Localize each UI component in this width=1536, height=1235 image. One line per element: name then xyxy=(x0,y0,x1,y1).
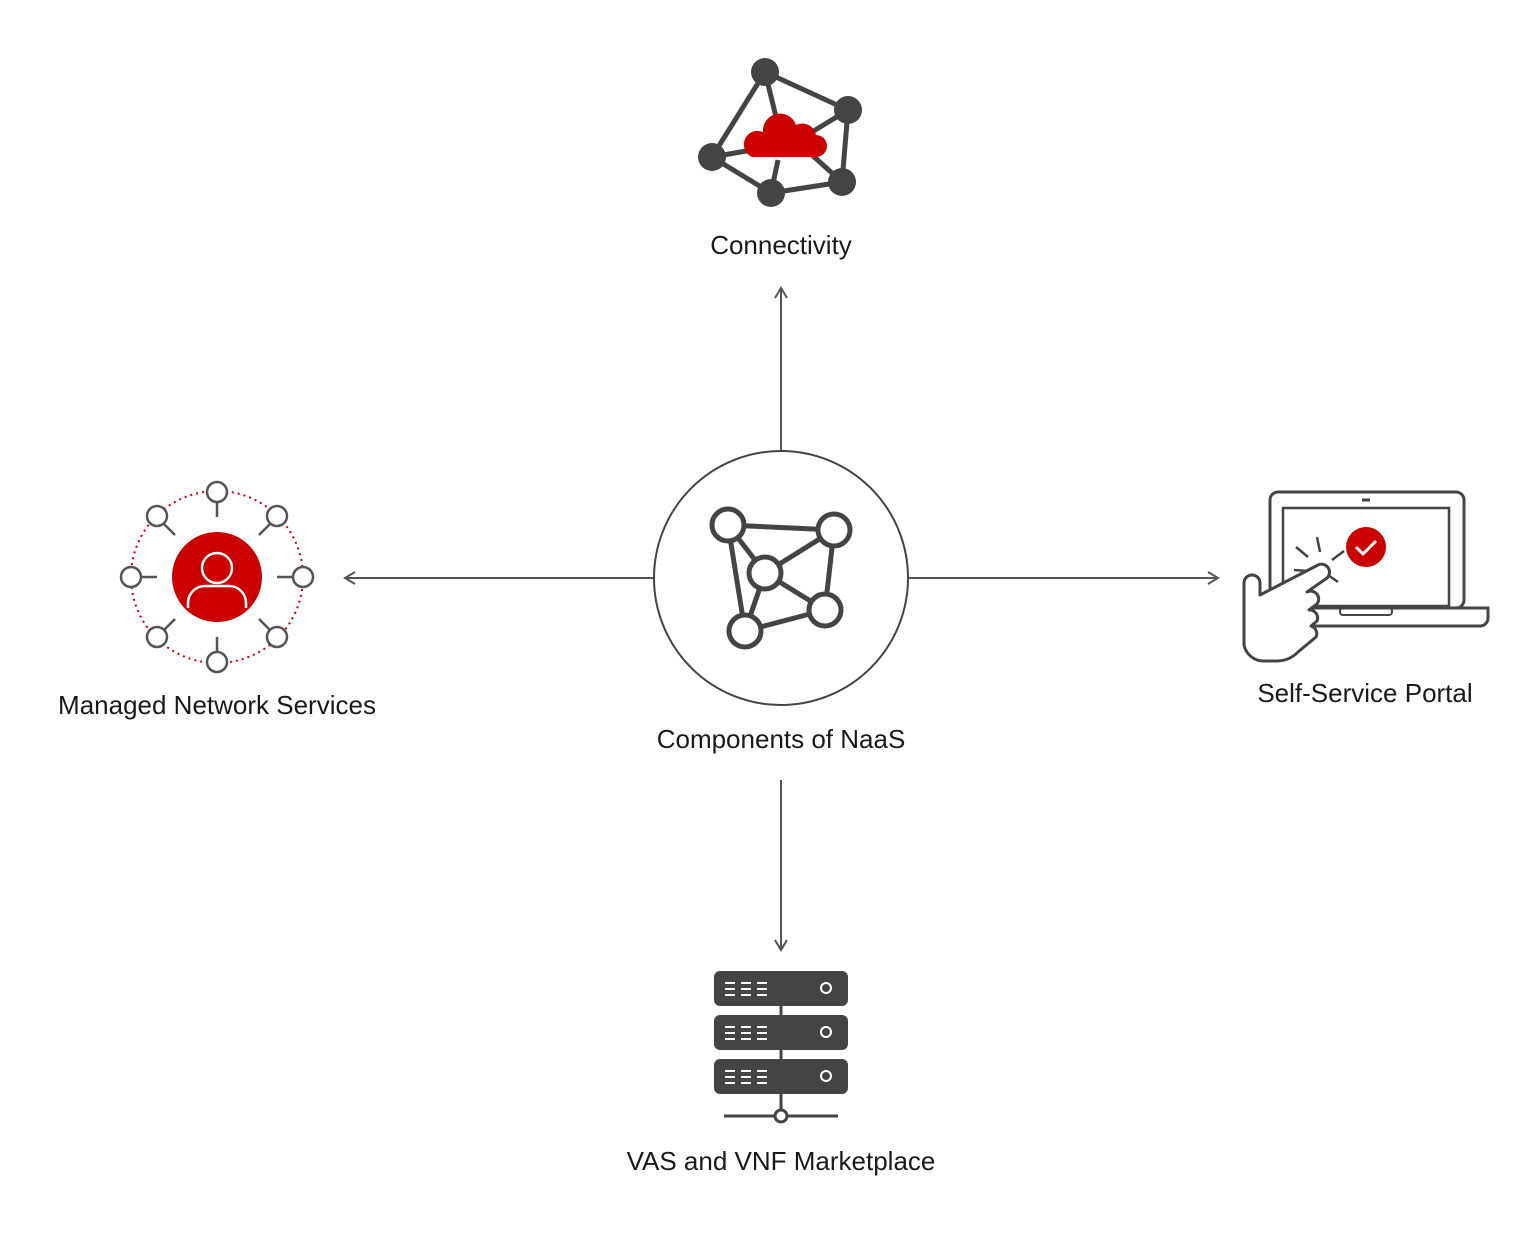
components-of-naas-label: Components of NaaS xyxy=(656,724,906,754)
managed-network-services-label: Managed Network Services xyxy=(58,690,376,720)
hand-icon xyxy=(1242,562,1331,663)
cloud-icon xyxy=(743,113,827,157)
avatar xyxy=(172,532,262,622)
self-service-portal-label: Self-Service Portal xyxy=(1257,678,1473,708)
center-node xyxy=(653,450,909,706)
vas-vnf-marketplace-label: VAS and VNF Marketplace xyxy=(626,1146,936,1176)
cloud-network-icon xyxy=(698,58,862,207)
server-rack-icon xyxy=(714,971,848,1124)
network-graph-icon xyxy=(709,506,853,650)
connectivity-label: Connectivity xyxy=(710,230,852,260)
laptop-touch-icon xyxy=(1242,490,1490,663)
user-network-icon xyxy=(119,480,315,674)
checkmark-badge-icon xyxy=(1346,527,1386,567)
